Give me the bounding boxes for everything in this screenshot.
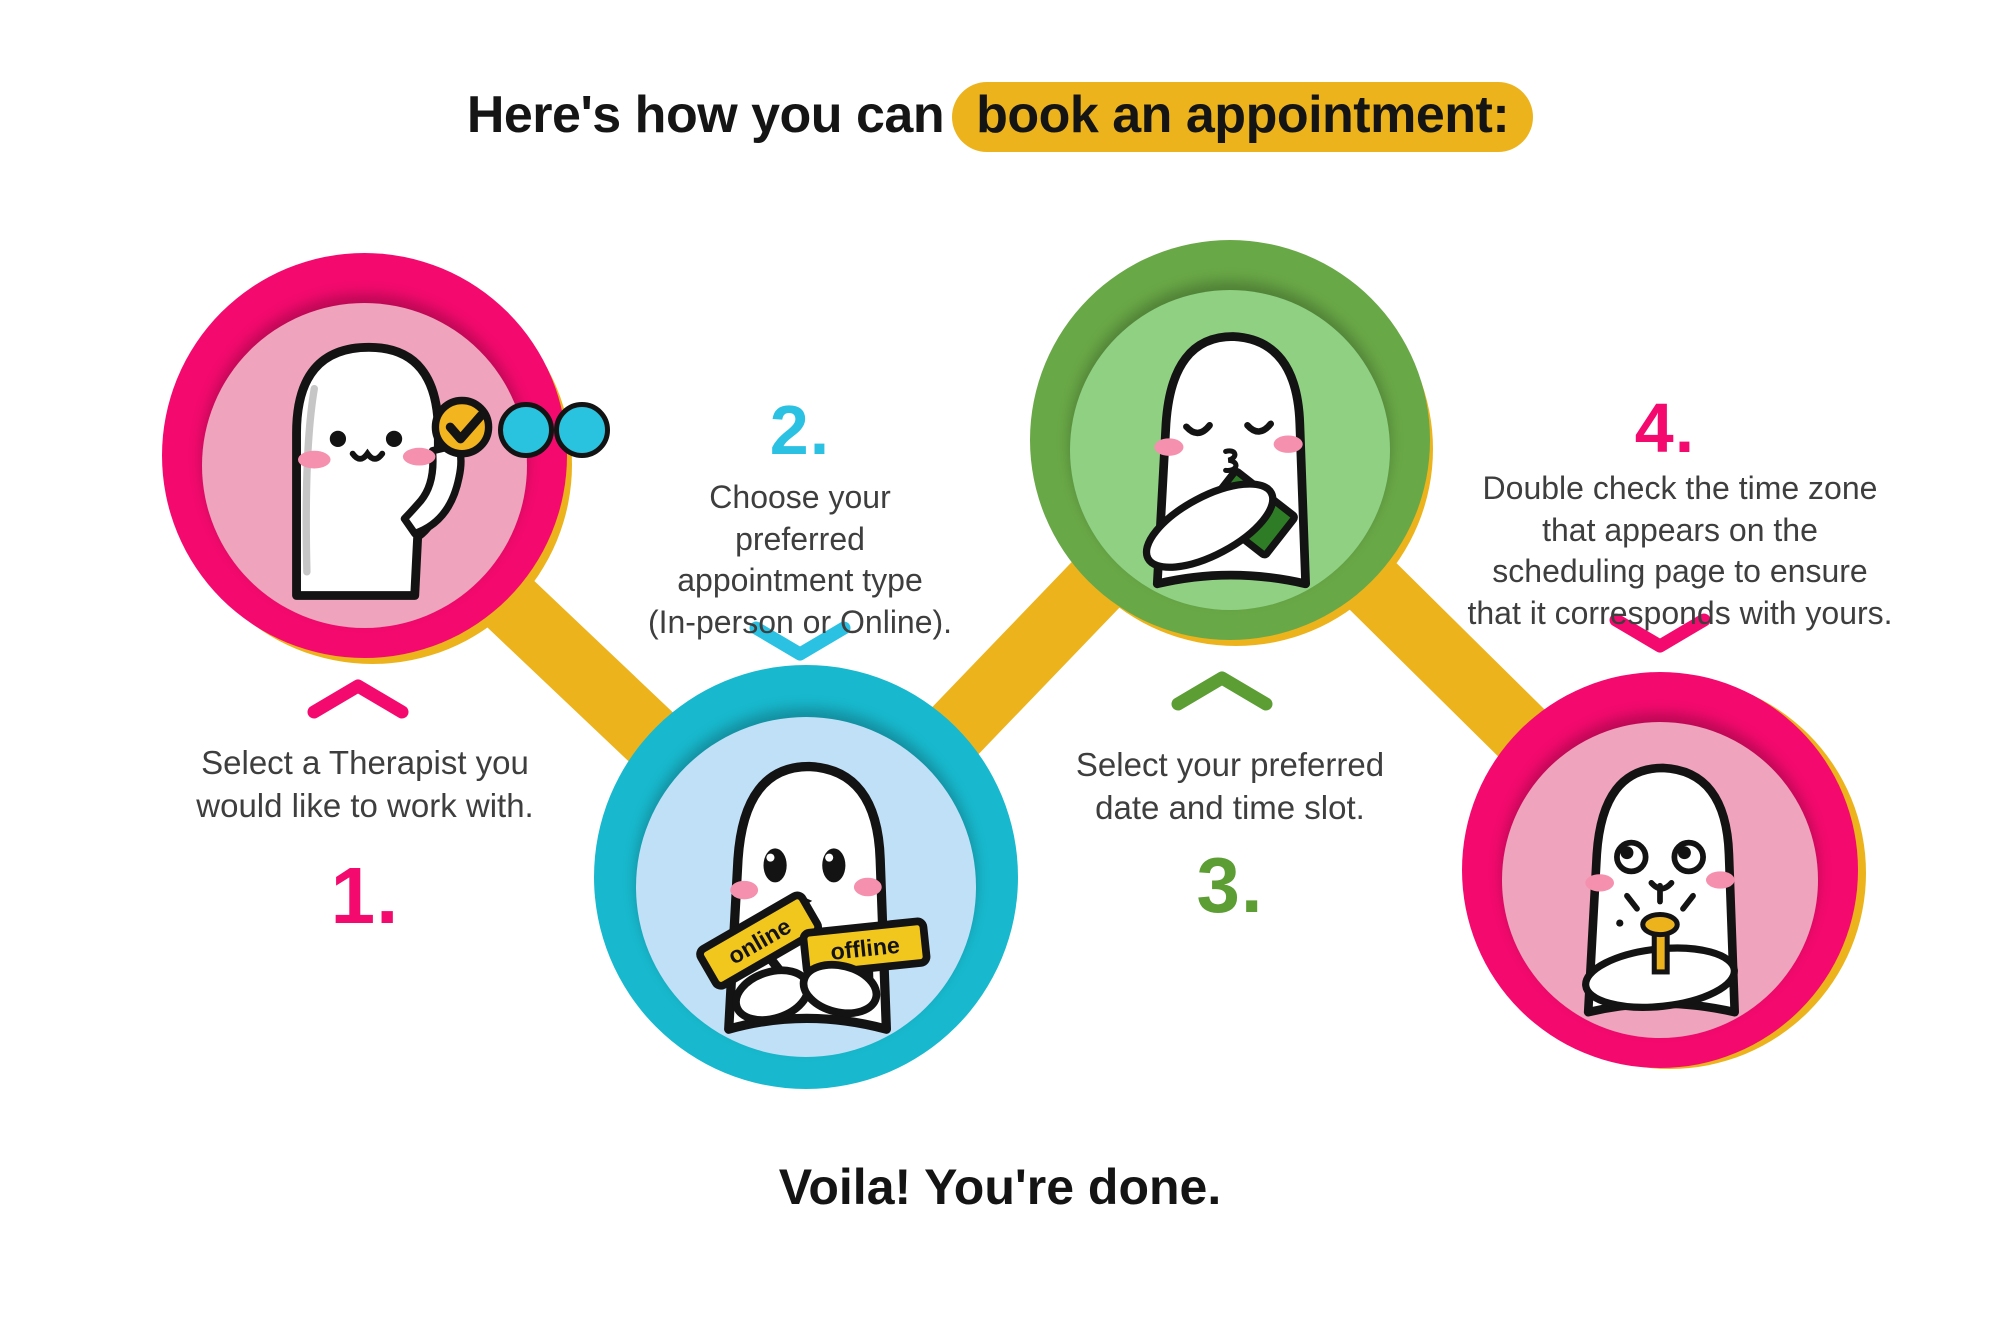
ghost-blush [402, 447, 436, 466]
step2-caption: Choose your preferred appointment type (… [640, 477, 960, 643]
ghost-body [292, 342, 443, 600]
ghost-blush [298, 450, 331, 469]
step4-number: 4. [1634, 389, 1696, 467]
chevron-down-icon [1609, 613, 1711, 653]
step2-circle: online offline [594, 665, 1018, 1089]
ghost-pupil [1620, 846, 1634, 860]
step2-number: 2. [769, 391, 831, 469]
ghost-eye [822, 848, 846, 883]
ghost-hand [799, 960, 881, 1018]
caption-line: Select your preferred [1075, 746, 1385, 783]
check-circle-icon [431, 396, 493, 458]
title-prefix: Here's how you can [466, 86, 945, 144]
caption-line: Double check the time zone [1482, 470, 1878, 506]
ghost-date-time-illustration [1142, 332, 1310, 589]
ghost-eye [385, 430, 403, 448]
caption-line: that it corresponds with yours. [1467, 594, 1893, 631]
cyan-dot-icon [554, 402, 610, 458]
step2-circle-inner: online offline [636, 717, 976, 1057]
ghost-appointment-type-illustration: online offline [696, 761, 931, 1034]
step1-circle [162, 253, 567, 658]
step4-circle-inner [1502, 722, 1818, 1038]
caption-line: that appears on the [1542, 511, 1818, 548]
ghost-closed-eye [1183, 422, 1213, 437]
cyan-dot-icon [498, 402, 554, 458]
eye-highlight [766, 853, 775, 862]
step4-circle [1462, 672, 1858, 1068]
ghost-blush [730, 880, 759, 900]
ghost-pupil [1677, 846, 1691, 860]
eye-highlight [825, 853, 834, 862]
ghost-select-therapist-illustration [292, 342, 493, 600]
step1-number: 1. [330, 851, 400, 940]
ghost-blush [1705, 871, 1735, 889]
title-highlight: book an appointment: [952, 82, 1534, 152]
step4-caption: Double check the time zone that appears … [1455, 468, 1905, 634]
ghost-mouth [349, 448, 386, 462]
sparkle-lines [1616, 882, 1696, 927]
footer-text: Voila! You're done. [778, 1159, 1222, 1215]
caption-line: appointment type [677, 562, 923, 599]
ghost-timezone-illustration [1582, 763, 1739, 1017]
step3-caption: Select your preferred date and time slot… [1052, 744, 1408, 830]
ghost-blush [1154, 438, 1184, 456]
step1-circle-inner [202, 303, 527, 628]
step3-circle-inner [1070, 290, 1390, 610]
caption-line: scheduling page to ensure [1492, 553, 1868, 590]
step1-caption: Select a Therapist you would like to wor… [160, 742, 570, 828]
ghost-blush [1585, 874, 1615, 892]
ghost-arm [1142, 480, 1277, 571]
caption-line: Choose your preferred [709, 479, 891, 557]
ghost-eye [763, 848, 787, 883]
caption-line: date and time slot. [1095, 788, 1365, 826]
ghost-eye [329, 430, 347, 448]
ghost-blush [1273, 435, 1303, 453]
ghost-blush [853, 877, 882, 897]
ring [1640, 911, 1680, 975]
step3-circle [1030, 240, 1430, 640]
step3-number: 3. [1196, 841, 1264, 929]
caption-line: Select a Therapist you [201, 744, 529, 781]
check-mark-icon [445, 410, 486, 444]
chevron-up-icon [307, 679, 409, 719]
ghost-closed-eye [1244, 420, 1274, 435]
chevron-down-icon [749, 621, 851, 661]
chevron-up-icon [1171, 671, 1273, 711]
caption-line: (In-person or Online). [647, 603, 953, 640]
caption-line: would like to work with. [196, 786, 534, 824]
